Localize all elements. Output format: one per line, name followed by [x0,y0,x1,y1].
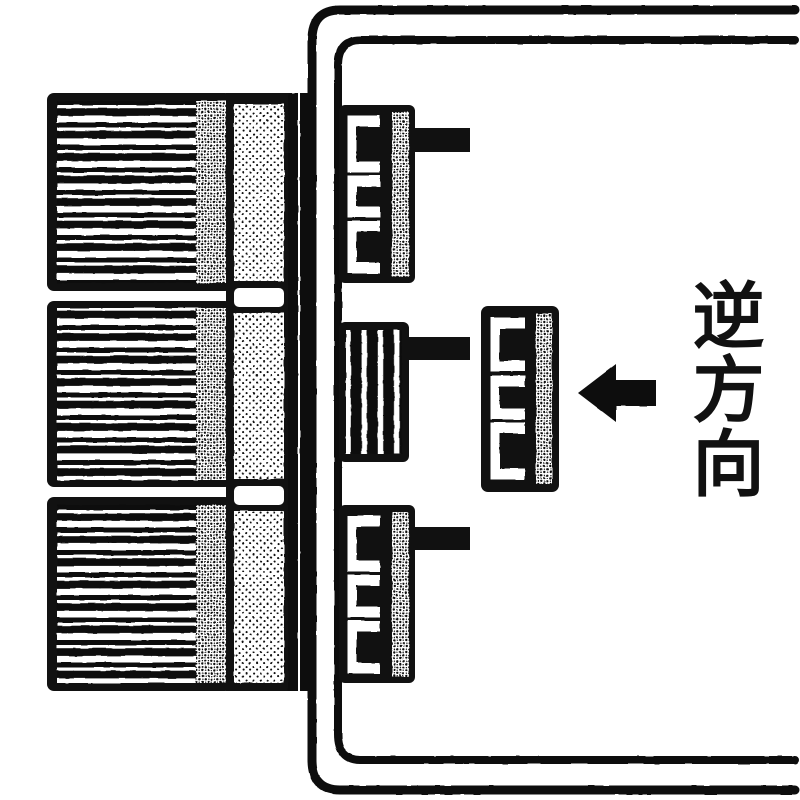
gap-slot-upper [234,288,284,307]
finned-body-section-top [47,93,232,291]
finned-body-section-middle [47,301,232,487]
vertical-rail [288,93,309,691]
gap-slot-lower [234,486,284,505]
double-line-bracket [307,5,800,795]
terminal-block-middle [339,322,470,462]
stipple-panel-middle [234,313,284,479]
stippled-panel-column [226,93,292,691]
stipple-panel-top [234,104,284,281]
finned-body [47,93,232,691]
direction-label: 逆方向 [680,278,764,500]
finned-body-section-bottom [47,497,232,691]
terminal-tab-top [404,128,470,152]
stipple-panel-bottom [234,511,284,683]
terminal-block-bottom [339,505,470,683]
terminal-block-top [339,105,470,283]
insertion-direction-arrow [578,364,656,422]
detached-terminal-block [481,306,559,492]
terminal-tab-middle [404,337,470,360]
terminal-tab-bottom [404,527,470,550]
